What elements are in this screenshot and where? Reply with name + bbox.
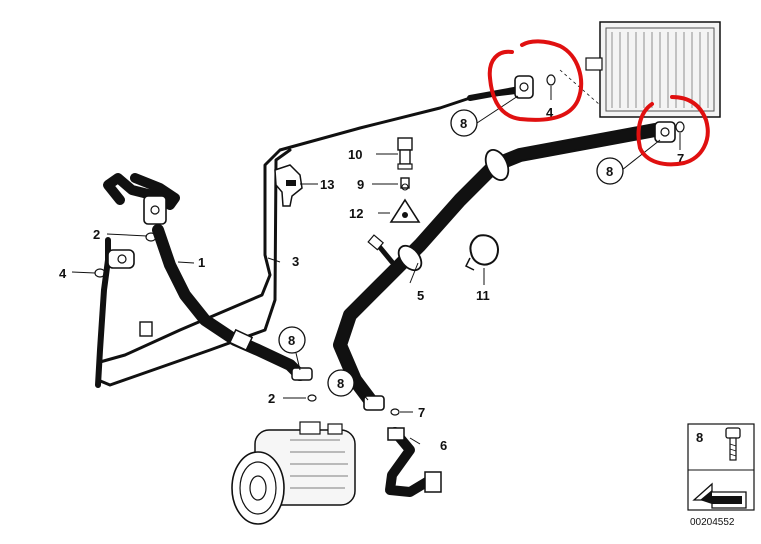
evaporator <box>559 21 721 118</box>
pressure-hose-1 <box>152 224 306 381</box>
block-fitting <box>103 173 180 225</box>
highlight-circle-right <box>636 95 710 167</box>
flange-bottom <box>363 395 385 411</box>
valve-9 <box>400 177 410 191</box>
flange-top <box>514 75 534 99</box>
drawing-number: 00204552 <box>690 517 735 528</box>
o-ring-4-top <box>546 74 556 86</box>
callout-8-b: 8 <box>606 164 613 179</box>
clamp-11 <box>464 234 499 271</box>
callout-13: 13 <box>320 177 334 192</box>
callout-1: 1 <box>198 255 205 270</box>
callout-12: 12 <box>349 206 363 221</box>
callout-5: 5 <box>417 288 424 303</box>
hose-5-fitting <box>397 148 510 272</box>
callout-4-top: 4 <box>546 105 554 120</box>
warning-sign-12 <box>389 198 421 223</box>
callout-4-left: 4 <box>59 266 67 281</box>
inset-label: 8 <box>696 430 703 445</box>
callout-2-bottom: 2 <box>268 391 275 406</box>
highlight-circle-top <box>487 39 584 122</box>
o-ring-7-right <box>675 121 685 133</box>
inset-panel: 8 <box>687 423 755 511</box>
leader-lines <box>71 86 681 445</box>
hose-1-crimp <box>228 328 254 352</box>
callout-7-bottom: 7 <box>418 405 425 420</box>
callout-2-left: 2 <box>93 227 100 242</box>
bolt-icon <box>725 427 741 461</box>
callout-9: 9 <box>357 177 364 192</box>
callout-7-right: 7 <box>677 151 684 166</box>
callout-8-a: 8 <box>460 116 467 131</box>
callout-10: 10 <box>348 147 362 162</box>
compressor <box>231 421 356 525</box>
callout-6: 6 <box>440 438 447 453</box>
callout-circle-8a <box>450 109 478 137</box>
callout-3: 3 <box>292 254 299 269</box>
callout-circle-8d <box>327 369 355 397</box>
flange-right <box>654 121 676 143</box>
callout-11: 11 <box>476 288 490 303</box>
callout-8-d: 8 <box>337 376 344 391</box>
arrow-icon <box>692 482 747 509</box>
pressure-sensor-10 <box>397 137 413 170</box>
bracket-13 <box>274 164 303 207</box>
callout-8-c: 8 <box>288 333 295 348</box>
callout-circle-8c <box>278 326 306 354</box>
callout-circle-8b <box>596 157 624 185</box>
